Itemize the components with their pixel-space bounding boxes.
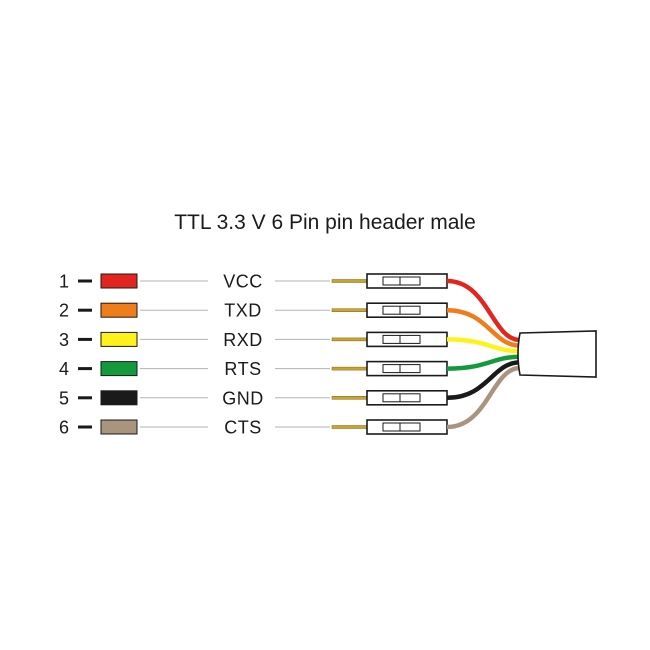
pin-row: 1 VCC (59, 272, 448, 292)
cable-sleeve (517, 330, 597, 378)
signal-label: CTS (224, 418, 262, 438)
header-pin (331, 425, 369, 429)
signal-label: TXD (224, 301, 262, 321)
signal-label: RXD (223, 330, 263, 350)
dash-mark (78, 425, 92, 429)
color-swatch (100, 390, 138, 406)
signal-label: GND (222, 388, 264, 408)
pin-number: 1 (59, 272, 69, 292)
color-swatch (100, 302, 138, 318)
wire (446, 365, 521, 430)
pin-row: 5 GND (59, 388, 448, 408)
pin-row: 4 RTS (59, 359, 448, 379)
housing-window (382, 276, 421, 286)
header-pin (331, 337, 369, 342)
dash-mark (78, 279, 92, 283)
pin-number: 3 (59, 330, 69, 350)
pin-number: 5 (59, 388, 69, 408)
pin-number: 2 (59, 301, 69, 321)
cable-jacket (517, 330, 597, 378)
header-pin (331, 366, 369, 371)
color-swatch (100, 331, 138, 347)
pin-row: 6 CTS (59, 418, 448, 438)
signal-label: RTS (224, 359, 261, 379)
dash-mark (78, 337, 92, 341)
pin-number: 6 (59, 418, 69, 438)
housing-window (382, 422, 421, 432)
dash-mark (78, 308, 92, 312)
pin-row: 3 RXD (59, 330, 448, 350)
cable-wires (446, 278, 521, 430)
housing-window (382, 364, 421, 374)
signal-label: VCC (223, 272, 263, 292)
housing-window (382, 393, 421, 403)
housing-window (382, 334, 421, 344)
wire (446, 337, 521, 354)
color-swatch (100, 273, 138, 289)
dash-mark (78, 396, 92, 400)
color-swatch (100, 419, 138, 435)
header-pin (331, 396, 369, 400)
dash-mark (78, 367, 92, 371)
housing-window (382, 305, 421, 315)
wire (446, 360, 521, 401)
wire (446, 354, 521, 371)
pin-number: 4 (59, 359, 69, 379)
header-pin (331, 279, 369, 283)
pin-row: 2 TXD (59, 301, 448, 321)
wire (446, 307, 521, 348)
pin-rows: 1 VCC 2 TXD 3 RXD 4 RTS 5 GND 6 CTS (59, 272, 448, 438)
color-swatch (100, 361, 138, 377)
header-pin (331, 308, 369, 312)
diagram-title: TTL 3.3 V 6 Pin pin header male (174, 211, 476, 234)
wire (446, 278, 521, 343)
